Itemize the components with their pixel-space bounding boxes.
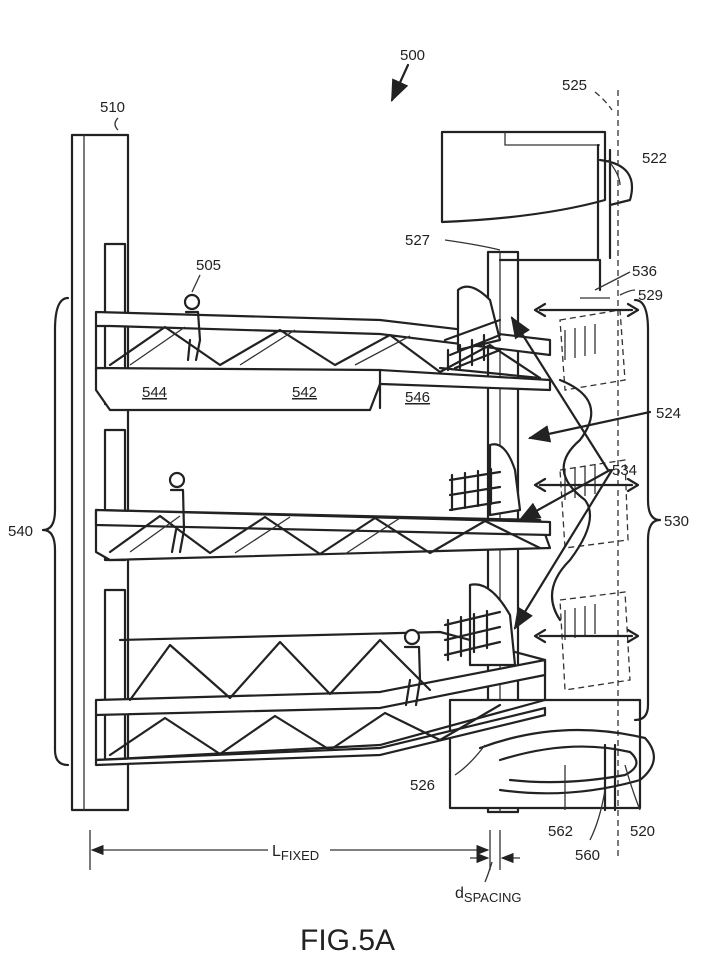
deck-2 — [94, 428, 552, 562]
ghost-seating — [559, 309, 631, 691]
motion-arrows — [533, 302, 640, 644]
dimension-d-spacing: dSPACING — [455, 885, 521, 905]
dimension-lines — [89, 830, 520, 883]
label-510: 510 — [100, 99, 125, 116]
label-505: 505 — [196, 257, 221, 274]
cable — [550, 378, 593, 622]
label-540: 540 — [8, 523, 33, 540]
deck-1: 544 542 546 — [94, 242, 552, 412]
label-546: 546 — [405, 389, 430, 406]
top-housing — [440, 130, 634, 260]
label-536: 536 — [632, 263, 657, 280]
label-527: 527 — [405, 232, 430, 249]
label-520: 520 — [630, 823, 655, 840]
label-544: 544 — [142, 384, 167, 401]
figure-caption: FIG.5A — [300, 924, 395, 957]
label-562: 562 — [548, 823, 573, 840]
label-529: 529 — [638, 287, 663, 304]
label-526: 526 — [410, 777, 435, 794]
bracket-540 — [41, 296, 70, 767]
label-530: 530 — [664, 513, 689, 530]
label-534: 534 — [612, 462, 637, 479]
bracket-530 — [633, 298, 662, 722]
dimension-l-fixed: LFIXED — [272, 843, 319, 863]
label-524: 524 — [656, 405, 681, 422]
label-500: 500 — [400, 47, 425, 64]
base-track — [478, 728, 655, 812]
label-560: 560 — [575, 847, 600, 864]
deck-3 — [94, 583, 547, 767]
label-542: 542 — [292, 384, 317, 401]
label-522: 522 — [642, 150, 667, 167]
leader-lines — [114, 63, 652, 841]
label-525: 525 — [562, 77, 587, 94]
